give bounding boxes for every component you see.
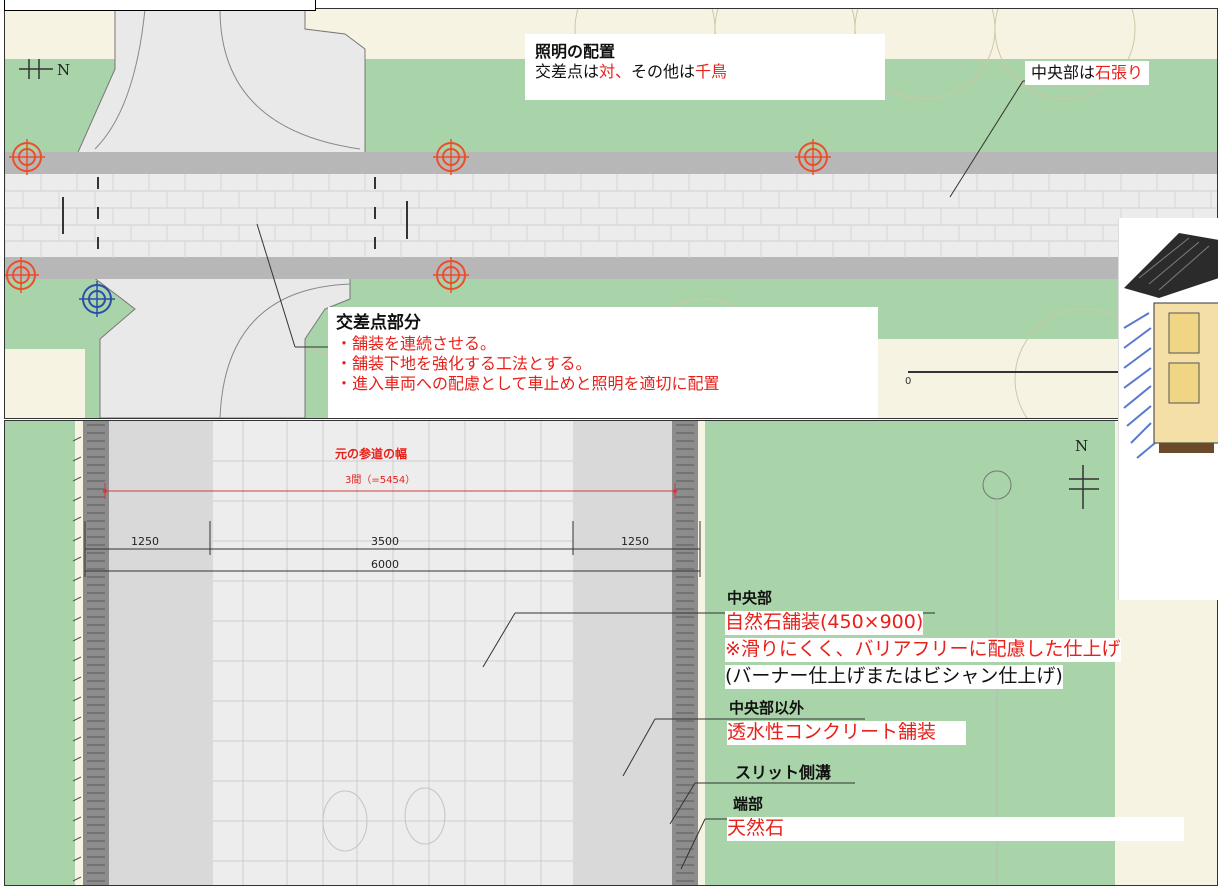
original-width-value: 3間（=5454） (345, 475, 416, 486)
dim-right: 1250 (621, 535, 649, 548)
lamp-icon (9, 139, 45, 175)
north-label-bottom: N (1075, 437, 1089, 455)
lamp-icon (795, 139, 831, 175)
center-material: 自然石舗装(450×900) (725, 611, 924, 635)
lamp-icon (433, 257, 469, 293)
lighting-title: 照明の配置 (535, 42, 616, 61)
intersection-item-2: ・舗装下地を強化する工法とする。 (336, 354, 592, 374)
caption-box (4, 0, 316, 11)
north-plaza (74, 9, 366, 160)
intersection-item-3: ・進入車両への配慮として車止めと照明を適切に配置 (336, 374, 720, 394)
lantern-sketch (1118, 218, 1218, 600)
lighting-text: 交差点は対、その他は千鳥 (535, 62, 728, 81)
gutter-right (672, 421, 698, 885)
dim-total: 6000 (371, 558, 399, 571)
lamp-blue-icon (79, 281, 115, 317)
center-finish: (バーナー仕上げまたはビシャン仕上げ) (725, 665, 1063, 689)
intersection-item-1: ・舗装を連続させる。 (336, 334, 497, 354)
south-plaza (78, 266, 351, 418)
dim-left: 1250 (131, 535, 159, 548)
stone-road (5, 174, 1217, 257)
intersection-title: 交差点部分 (336, 313, 421, 333)
dim-center: 3500 (371, 535, 399, 548)
center-note: ※滑りにくく、バリアフリーに配慮した仕上げ (725, 638, 1121, 662)
lighting-note: 照明の配置 交差点は対、その他は千鳥 (525, 34, 885, 100)
outside-label: 中央部以外 (729, 699, 805, 717)
lantern-icon (1123, 233, 1218, 459)
north-label-top: N (57, 61, 71, 79)
lamp-icon (5, 257, 39, 293)
top-plan: N 照明の配置 交差点は対、その他は千鳥 中央部は石張り 交差点部分 ・舗装を連… (4, 8, 1218, 419)
center-label: 中央部 (727, 589, 773, 607)
outside-material: 透水性コンクリート舗装 (727, 721, 967, 745)
original-width-title: 元の参道の幅 (335, 447, 408, 461)
scale-zero: 0 (905, 376, 912, 387)
edge-material: 天然石 (727, 817, 1185, 841)
lamp-icon (433, 139, 469, 175)
edge-label: 端部 (733, 795, 764, 813)
bottom-plan: 元の参道の幅 3間（=5454） 1250 3500 1250 6000 N 中… (4, 420, 1218, 886)
gutter-label: スリット側溝 (735, 763, 832, 782)
intersection-note: 交差点部分 ・舗装を連続させる。 ・舗装下地を強化する工法とする。 ・進入車両へ… (328, 307, 878, 418)
center-stone-note: 中央部は石張り (1025, 61, 1150, 85)
